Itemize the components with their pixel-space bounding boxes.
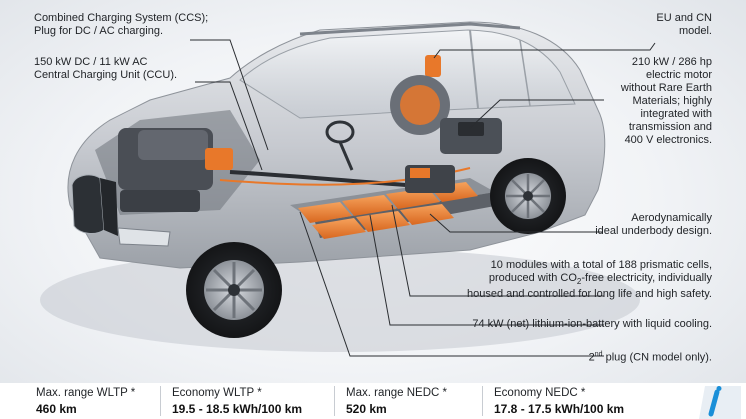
spec-label: Economy WLTP * (172, 387, 262, 399)
callout-second-plug: 2nd plug (CN model only). (589, 348, 712, 365)
spec-range-wltp: Max. range WLTP * 460 km (36, 387, 135, 416)
spec-divider (160, 386, 161, 416)
callout-plug-sup: nd (594, 351, 603, 358)
spec-value: 17.8 - 17.5 kWh/100 km (494, 402, 625, 416)
front-drive-unit (118, 128, 233, 212)
spec-divider (334, 386, 335, 416)
bmw-i-logo-icon (699, 386, 741, 419)
callout-modules-sub: 2 (576, 277, 582, 287)
rear-drive-unit (390, 75, 502, 154)
spec-value: 520 km (346, 402, 387, 416)
spec-label: Economy NEDC * (494, 387, 586, 399)
callout-modules-pre: 10 modules with a total of 188 prismatic… (488, 259, 712, 284)
rear-wheel (490, 158, 566, 234)
callout-battery: 74 kW (net) lithium-ion-battery with liq… (472, 318, 712, 330)
callout-modules-post: -free electricity, individually housed a… (466, 272, 712, 301)
spec-economy-wltp: Economy WLTP * 19.5 - 18.5 kWh/100 km (172, 387, 302, 416)
spec-divider (482, 386, 483, 416)
spec-range-nedc: Max. range NEDC * 520 km (346, 387, 447, 416)
spec-label: Max. range WLTP * (36, 387, 136, 399)
callout-model: EU and CN model. (656, 12, 712, 37)
callout-modules: 10 modules with a total of 188 prismatic… (467, 259, 712, 301)
spec-value: 460 km (36, 402, 77, 416)
callout-underbody: Aerodynamically ideal underbody design. (595, 212, 712, 237)
spec-economy-nedc: Economy NEDC * 17.8 - 17.5 kWh/100 km (494, 387, 624, 416)
charging-port (425, 55, 441, 77)
kidney-grille (71, 174, 105, 234)
spec-bar: Max. range WLTP * 460 km Economy WLTP * … (0, 383, 746, 419)
spec-value: 19.5 - 18.5 kWh/100 km (172, 402, 303, 416)
car-windows (239, 29, 576, 119)
callout-ccu: 150 kW DC / 11 kW AC Central Charging Un… (34, 56, 178, 81)
callout-ccs: Combined Charging System (CCS); Plug for… (34, 12, 209, 37)
front-wheel (186, 242, 282, 338)
callout-plug-text: plug (CN model only). (602, 351, 712, 364)
battery-pack (290, 165, 495, 239)
callout-motor: 210 kW / 286 hp electric motor without R… (620, 56, 712, 146)
spec-label: Max. range NEDC * (346, 387, 447, 399)
leader-lines (190, 39, 656, 357)
callout-plug-num: 2 (588, 351, 595, 364)
